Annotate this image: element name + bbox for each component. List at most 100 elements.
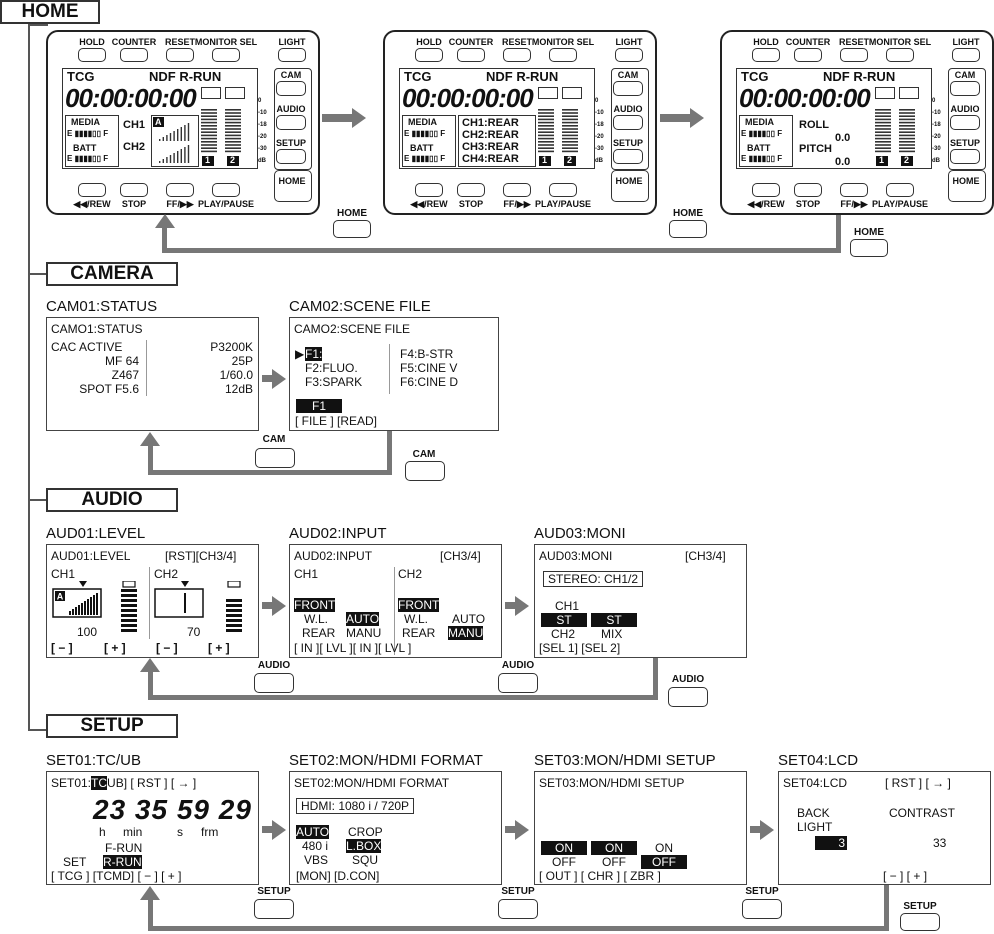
set03-title: SET03:MON/HDMI SETUP (539, 776, 685, 790)
device-3-top-label-1: COUNTER (785, 37, 831, 47)
setup-ext-button-4[interactable] (900, 913, 940, 931)
device-3-bottom-button-1[interactable] (794, 183, 822, 197)
device-3-top-button-1[interactable] (794, 48, 822, 62)
cam-ext-button-2[interactable] (405, 461, 445, 481)
audio-ext-button-1[interactable] (254, 673, 294, 693)
audio-ext-button-3[interactable] (668, 687, 708, 707)
lcd-batt: BATT (747, 143, 771, 153)
device-2-side-button-0[interactable] (613, 81, 643, 96)
device-3-bottom-button-0[interactable] (752, 183, 780, 197)
device-2-vu-scale-1: -10 (595, 110, 604, 116)
device-2-side-button-1[interactable] (613, 115, 643, 130)
setup-ext-button-2[interactable] (498, 899, 538, 919)
device-2-bottom-button-1[interactable] (457, 183, 485, 197)
set01-screen: SET01:TCUB] [ RST ] [ → ] 23 35 59 29 h … (46, 771, 259, 885)
arrow-device-2-3-shaft (660, 114, 690, 122)
aud02-wl-2: W.L. (404, 612, 429, 626)
setup-ext-button-1[interactable] (254, 899, 294, 919)
device-2-side-label-0: CAM (617, 70, 639, 80)
device-1-top-button-0[interactable] (78, 48, 106, 62)
arrow-set1-head (272, 820, 286, 840)
device-1-top-label-2: RESET (164, 37, 196, 47)
aud02-ch1: CH1 (294, 567, 319, 581)
set03-bottom: [ OUT ] [ CHR ] [ ZBR ] (539, 869, 661, 883)
device-3-top-button-4[interactable] (952, 48, 980, 62)
device-3-top-button-3[interactable] (886, 48, 914, 62)
lcd-timecode: 00:00:00:00 (65, 83, 197, 113)
device-3-top-label-2: RESET (838, 37, 870, 47)
device-1-top-label-4: LIGHT (278, 37, 306, 47)
device-2-top-button-3[interactable] (549, 48, 577, 62)
device-3-top-button-0[interactable] (752, 48, 780, 62)
device-2-bottom-button-0[interactable] (415, 183, 443, 197)
cam01-title: CAMO1:STATUS (51, 322, 143, 336)
aud03-st-1: ST (541, 613, 587, 627)
device-1-home-label: HOME (278, 176, 306, 186)
device-2-home-button[interactable] (611, 170, 649, 202)
lcd-status-box (739, 115, 793, 167)
arrow-set2-shaft (505, 826, 517, 833)
device-1-home-button[interactable] (274, 170, 312, 202)
device-1-top-button-3[interactable] (212, 48, 240, 62)
device-3-home-button[interactable] (948, 170, 986, 202)
aud01-bottom-2: [ − ] (156, 641, 178, 655)
aud03-caption: AUD03:MONI (534, 525, 626, 542)
device-1-side-button-1[interactable] (276, 115, 306, 130)
device-1-bottom-button-3[interactable] (212, 183, 240, 197)
setup-ext-label-2: SETUP (501, 886, 535, 897)
home-ext-button-3[interactable] (850, 239, 888, 257)
set02-vbs: VBS (304, 853, 329, 867)
cam02-right-0: F4:B-STR (400, 347, 454, 361)
device-1-bottom-button-1[interactable] (120, 183, 148, 197)
device-3-top-button-2[interactable] (840, 48, 868, 62)
device-1-side-button-0[interactable] (276, 81, 306, 96)
device-3-side-button-2[interactable] (950, 149, 980, 164)
device-2-top-label-3: MONITOR SEL (531, 37, 595, 47)
device-1-bottom-label-3: PLAY/PAUSE (197, 199, 255, 209)
device-2-top-button-4[interactable] (615, 48, 643, 62)
set03-caption: SET03:MON/HDMI SETUP (534, 752, 716, 769)
device-1-bottom-label-0: ◀◀/REW (73, 199, 111, 209)
home-ext-button-2[interactable] (669, 220, 707, 238)
device-1-bottom-button-0[interactable] (78, 183, 106, 197)
cam02-selected: F1 (296, 399, 342, 413)
lcd-indicator-1 (201, 87, 221, 99)
device-3-top-label-3: MONITOR SEL (868, 37, 932, 47)
aud02-divider (394, 567, 395, 655)
aud01-bottom-0: [ − ] (51, 641, 73, 655)
lcd-indicator-2 (562, 87, 582, 99)
device-2-top-button-2[interactable] (503, 48, 531, 62)
device-2-bottom-label-0: ◀◀/REW (410, 199, 448, 209)
cam-ext-button-1[interactable] (255, 448, 295, 468)
device-3-side-button-1[interactable] (950, 115, 980, 130)
audio-ext-button-2[interactable] (498, 673, 538, 693)
aud02-front-1: FRONT (294, 598, 336, 612)
device-1-top-button-4[interactable] (278, 48, 306, 62)
arrow-device-2-3-head (690, 108, 704, 128)
device-2-top-button-1[interactable] (457, 48, 485, 62)
device-2-bottom-button-2[interactable] (503, 183, 531, 197)
section-home: HOME (0, 0, 100, 24)
device-3-bottom-button-3[interactable] (886, 183, 914, 197)
device-2-bottom-label-1: STOP (458, 199, 484, 209)
device-1-side-button-2[interactable] (276, 149, 306, 164)
device-2-top-button-0[interactable] (415, 48, 443, 62)
device-2-bottom-button-3[interactable] (549, 183, 577, 197)
set02-crop: CROP (348, 825, 383, 839)
set04-val-back: 3 (815, 836, 847, 850)
lcd-line-3: CH4:REAR (462, 153, 519, 165)
device-1-top-button-1[interactable] (120, 48, 148, 62)
arrow-set2-head (515, 820, 529, 840)
lcd-vu-meters (538, 109, 578, 166)
setup-ext-button-3[interactable] (742, 899, 782, 919)
home-ext-button-1[interactable] (333, 220, 371, 238)
aud02-front-2: FRONT (398, 598, 440, 612)
cam02-title: CAMO2:SCENE FILE (294, 322, 411, 336)
device-2-vu-scale-4: -30 (595, 146, 604, 152)
device-1-top-button-2[interactable] (166, 48, 194, 62)
set03-on-2: ON (591, 841, 637, 855)
device-3-side-button-0[interactable] (950, 81, 980, 96)
device-1-bottom-button-2[interactable] (166, 183, 194, 197)
device-2-side-button-2[interactable] (613, 149, 643, 164)
device-3-bottom-button-2[interactable] (840, 183, 868, 197)
